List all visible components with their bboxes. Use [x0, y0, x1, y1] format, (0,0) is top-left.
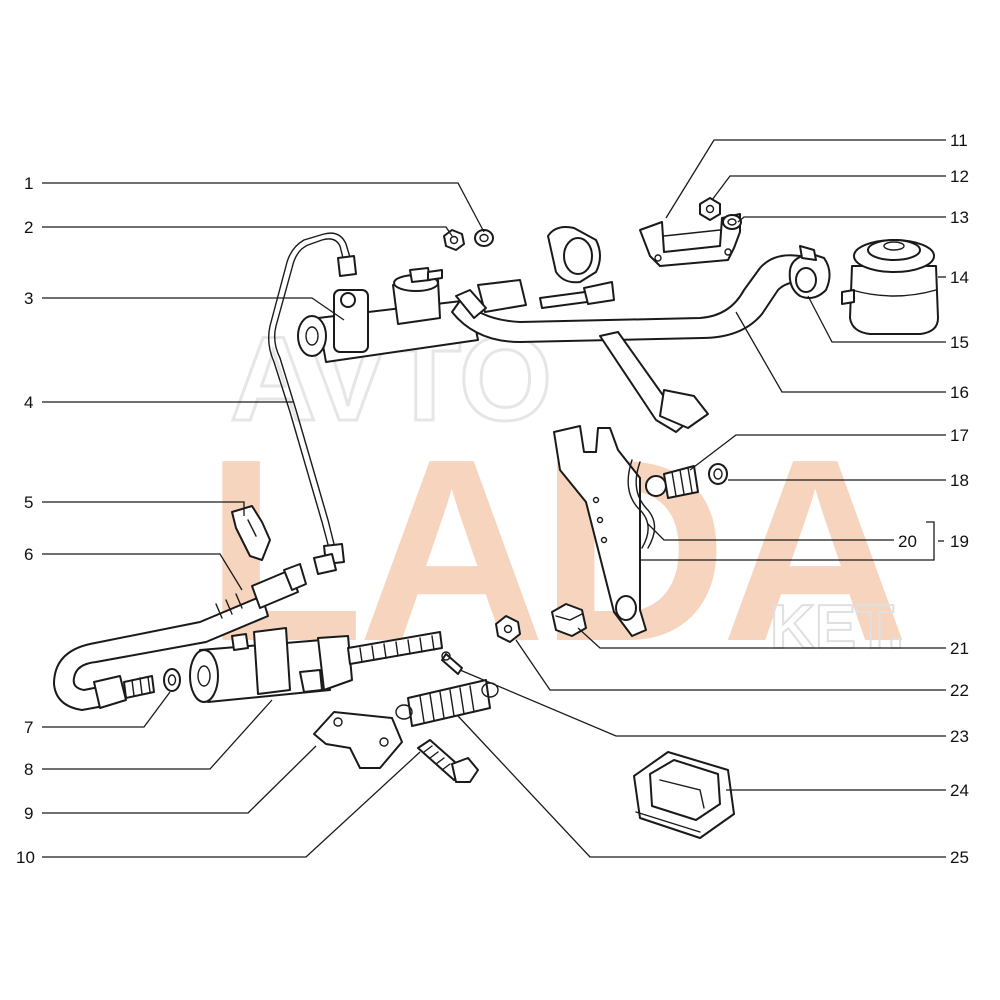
nut-2 — [443, 229, 465, 251]
callout-14: 14 — [950, 268, 969, 287]
nut-22 — [495, 615, 521, 643]
hose-bolt — [123, 675, 155, 699]
callout-23: 23 — [950, 727, 969, 746]
callout-20: 20 — [898, 532, 917, 551]
brake-pipe — [267, 232, 357, 575]
watermark-suffix-text: KET. — [770, 593, 904, 662]
callout-12: 12 — [950, 167, 969, 186]
callout-5: 5 — [24, 493, 33, 512]
callout-10: 10 — [16, 848, 35, 867]
callout-22: 22 — [950, 681, 969, 700]
callout-19: 19 — [950, 532, 969, 551]
callout-8: 8 — [24, 760, 33, 779]
callout-7: 7 — [24, 718, 33, 737]
washer-1 — [474, 229, 494, 247]
master-cylinder — [297, 267, 527, 363]
callout-16: 16 — [950, 383, 969, 402]
callout-6: 6 — [24, 545, 33, 564]
leader-lines — [42, 139, 946, 858]
return-spring — [395, 679, 499, 727]
callout-21: 21 — [950, 639, 969, 658]
callout-15: 15 — [950, 333, 969, 352]
callout-11: 11 — [950, 131, 968, 150]
callout-3: 3 — [24, 289, 33, 308]
fluid-reservoir — [841, 239, 939, 335]
ball-pin — [645, 465, 699, 499]
bolt-10 — [417, 739, 479, 783]
fork-spring — [627, 459, 656, 549]
clutch-pedal — [539, 226, 709, 433]
callout-17: 17 — [950, 426, 969, 445]
slave-cylinder — [189, 627, 443, 703]
nut-13 — [722, 214, 742, 230]
release-fork — [553, 425, 647, 637]
split-pin — [441, 651, 463, 675]
nut-21 — [551, 603, 587, 637]
lock-ring — [708, 463, 728, 485]
rubber-boot — [633, 751, 735, 839]
hose-clamp — [788, 245, 831, 299]
flexible-hose — [53, 563, 307, 711]
washer-7 — [163, 668, 181, 692]
callout-18: 18 — [950, 471, 969, 490]
callout-1: 1 — [24, 174, 33, 193]
nut-12 — [699, 197, 721, 221]
callout-9: 9 — [24, 804, 33, 823]
callout-13: 13 — [950, 208, 969, 227]
callout-4: 4 — [24, 393, 33, 412]
mounting-plate — [313, 711, 403, 769]
watermark: AVTO LADA KET. — [205, 311, 910, 697]
callout-25: 25 — [950, 848, 969, 867]
callout-2: 2 — [24, 218, 33, 237]
callout-numbers: 1 2 3 4 5 6 7 8 9 10 11 12 13 14 15 16 1… — [16, 131, 969, 867]
pipe-clip — [231, 505, 271, 561]
callout-24: 24 — [950, 781, 969, 800]
